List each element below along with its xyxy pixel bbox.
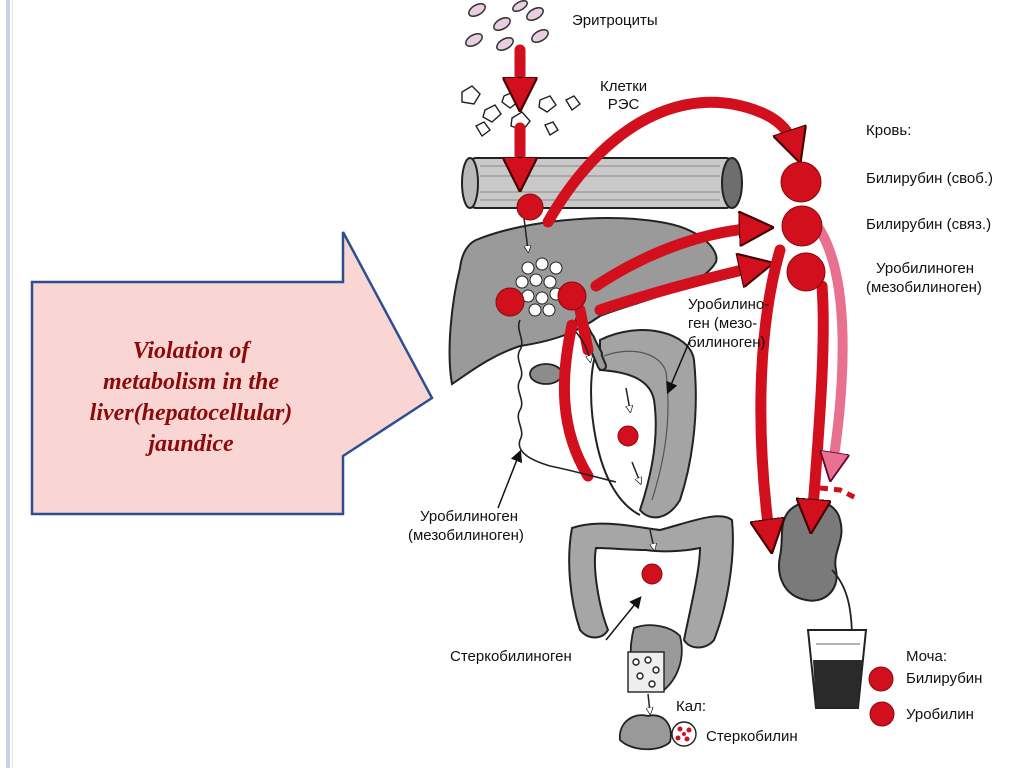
label-urine-header: Моча: <box>906 648 948 665</box>
label-feces-header: Кал: <box>676 698 706 715</box>
portal-wavy-line <box>517 319 617 483</box>
callout-arrow-box <box>30 231 434 516</box>
dot-gut <box>617 425 639 447</box>
pointer-urobilinogen-portal <box>497 449 523 509</box>
stercobilin-dots-icon <box>671 721 697 747</box>
dot-urine-urobilin <box>869 701 895 727</box>
pointer-stercobilinogen <box>605 596 642 641</box>
dot-urine-bilirubin <box>868 666 894 692</box>
dot-blood-bound <box>781 205 823 247</box>
dot-vessel <box>516 193 544 221</box>
label-bilirubin-bound: Билирубин (связ.) <box>866 216 992 233</box>
gallbladder <box>529 363 563 385</box>
white-arrow-gut1 <box>625 387 630 410</box>
white-arrow-feces <box>648 693 650 712</box>
colon <box>568 515 734 649</box>
pink-arrow <box>815 225 843 470</box>
dot-liver-left <box>495 287 525 317</box>
label-bilirubin-free: Билирубин (своб.) <box>866 170 994 187</box>
label-stercobilinogen: Стеркобилиноген <box>450 648 572 665</box>
label-urobilinogen-gut-3: билиноген) <box>688 334 766 351</box>
urine-glass <box>806 629 868 709</box>
label-urobilinogen-gut-2: ген (мезо- <box>688 315 758 332</box>
white-arrow-colon <box>649 529 654 548</box>
label-urobilinogen-portal-1: Уробилиноген <box>420 508 519 525</box>
white-arrow-gut2 <box>631 461 640 482</box>
slide-border <box>6 0 10 768</box>
label-urobilinogen-portal-2: (мезобилиноген) <box>408 527 524 544</box>
label-urobilinogen-blood-2: (мезобилиноген) <box>866 279 982 296</box>
label-urobilinogen-gut-1: Уробилино- <box>688 296 770 313</box>
white-arrow-liver <box>523 217 528 250</box>
duodenum <box>599 329 697 519</box>
label-blood-header: Кровь: <box>866 122 912 139</box>
feces-pile <box>619 714 672 751</box>
callout-text: Violation of metabolism in the liver(hep… <box>89 338 293 457</box>
erythrocytes-icon <box>465 0 549 51</box>
label-urine-urobilin: Уробилин <box>906 706 974 723</box>
label-stercobilin: Стеркобилин <box>706 728 798 745</box>
dot-blood-urobilinogen <box>786 252 826 292</box>
label-urobilinogen-blood-1: Уробилиноген <box>876 260 975 277</box>
dot-blood-free <box>780 161 822 203</box>
slide-border-inner <box>12 0 13 768</box>
dot-colon <box>641 563 663 585</box>
feces-column <box>627 651 665 693</box>
label-erythrocytes: Эритроциты <box>572 12 658 29</box>
pointer-gut-urobilinogen <box>666 339 691 395</box>
red-arrows <box>520 44 823 540</box>
label-urine-bilirubin: Билирубин <box>906 670 983 687</box>
blood-vessel <box>461 157 743 209</box>
red-dots <box>495 161 895 727</box>
dot-liver-right <box>557 281 587 311</box>
liver-cells-icon <box>515 257 563 317</box>
label-res-cells: Клетки РЭС <box>600 78 648 113</box>
white-arrow-duct <box>575 331 590 360</box>
